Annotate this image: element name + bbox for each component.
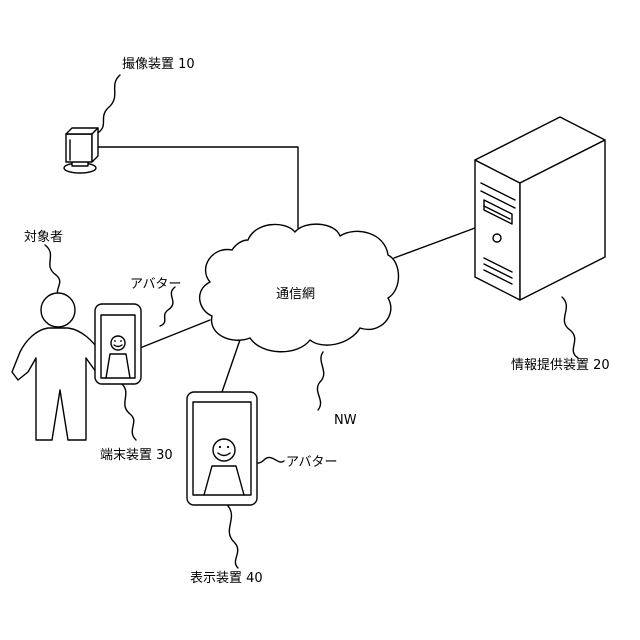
- display-label: 表示装置 40: [190, 571, 263, 586]
- camera-label: 撮像装置 10: [122, 56, 195, 72]
- subject-label: 対象者: [24, 230, 63, 245]
- terminal-label: 端末装置 30: [100, 448, 173, 463]
- camera-leader: [96, 75, 120, 134]
- terminal-leader: [122, 384, 136, 440]
- avatar-phone-leader: [160, 287, 175, 326]
- subject-leader: [45, 245, 60, 297]
- camera-icon: [64, 128, 98, 173]
- server-network-line: [394, 228, 475, 258]
- avatar-display-label: アバター: [286, 455, 337, 470]
- display-network-line: [222, 334, 242, 392]
- network-ref-label: NW: [334, 413, 357, 428]
- nw-leader: [317, 352, 323, 410]
- display-device-icon: [187, 392, 257, 505]
- camera-network-line: [96, 147, 298, 228]
- terminal-network-line: [140, 320, 210, 348]
- server-leader: [562, 297, 578, 358]
- avatar-phone-label: アバター: [130, 277, 181, 292]
- server-icon: [475, 117, 605, 300]
- terminal-device-icon: [95, 304, 141, 384]
- network-label: 通信網: [276, 287, 315, 302]
- server-label: 情報提供装置 20: [511, 357, 610, 373]
- display-leader: [228, 506, 238, 568]
